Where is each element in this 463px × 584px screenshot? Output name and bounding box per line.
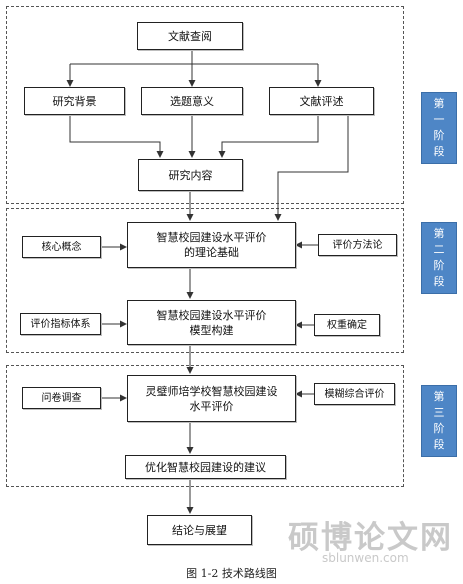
stage3-tag: 第 三 阶 段 bbox=[421, 385, 457, 457]
theory-basis-box: 智慧校园建设水平评价 的理论基础 bbox=[127, 222, 296, 268]
optimization-suggestions-box: 优化智慧校园建设的建议 bbox=[125, 455, 286, 479]
weight-determination-box: 权重确定 bbox=[314, 314, 380, 336]
research-background-box: 研究背景 bbox=[24, 87, 125, 115]
school-evaluation-box: 灵璧师培学校智慧校园建设 水平评价 bbox=[127, 375, 296, 422]
stage1-char: 段 bbox=[433, 145, 445, 158]
literature-summary-box: 文献评述 bbox=[269, 87, 374, 115]
literature-review-box: 文献查阅 bbox=[137, 22, 243, 50]
stage3-region bbox=[6, 365, 404, 487]
topic-significance-box: 选题意义 bbox=[141, 87, 243, 115]
stage3-char: 三 bbox=[433, 406, 445, 419]
model-building-box: 智慧校园建设水平评价 模型构建 bbox=[127, 300, 296, 345]
research-content-box: 研究内容 bbox=[138, 159, 243, 191]
stage2-char: 第 bbox=[433, 227, 445, 240]
watermark-logo-text: 硕博论文网 bbox=[288, 520, 453, 556]
stage1-tag: 第 一 阶 段 bbox=[421, 92, 457, 164]
stage2-char: 阶 bbox=[433, 259, 445, 272]
stage1-char: 一 bbox=[433, 113, 445, 126]
stage2-tag: 第 二 阶 段 bbox=[421, 222, 457, 294]
watermark-url: sblunwen.com bbox=[322, 551, 409, 565]
questionnaire-box: 问卷调查 bbox=[22, 387, 101, 409]
stage1-region bbox=[6, 6, 404, 204]
stage1-char: 第 bbox=[433, 97, 445, 110]
stage2-region bbox=[6, 208, 404, 353]
fuzzy-evaluation-box: 模糊综合评价 bbox=[314, 383, 395, 405]
stage3-char: 段 bbox=[433, 438, 445, 451]
stage3-char: 第 bbox=[433, 390, 445, 403]
stage2-char: 二 bbox=[433, 243, 445, 256]
figure-caption: 图 1-2 技术路线图 bbox=[186, 567, 277, 580]
evaluation-methodology-box: 评价方法论 bbox=[318, 234, 397, 256]
conclusion-box: 结论与展望 bbox=[147, 515, 252, 545]
indicator-system-box: 评价指标体系 bbox=[20, 313, 101, 335]
core-concepts-box: 核心概念 bbox=[22, 236, 101, 258]
stage2-char: 段 bbox=[433, 275, 445, 288]
stage3-char: 阶 bbox=[433, 422, 445, 435]
stage1-char: 阶 bbox=[433, 129, 445, 142]
